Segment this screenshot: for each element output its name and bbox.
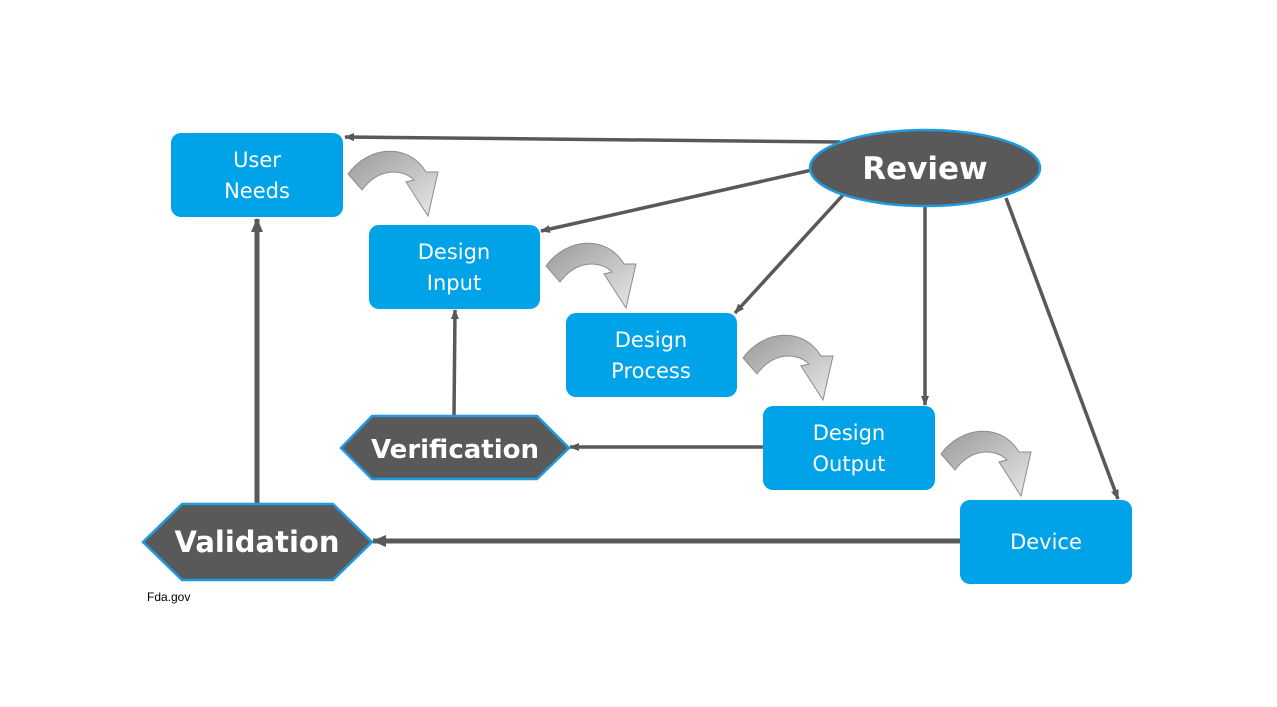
node-design-output-line1: Design bbox=[813, 421, 886, 445]
node-validation-label: Validation bbox=[174, 525, 339, 559]
node-device: Device bbox=[960, 500, 1132, 584]
node-user-needs-line2: Needs bbox=[224, 179, 290, 203]
node-review-label: Review bbox=[862, 151, 987, 187]
arrow-review-to-device bbox=[1004, 197, 1120, 500]
node-design-input-line2: Input bbox=[427, 271, 481, 295]
node-design-output-line2: Output bbox=[813, 452, 886, 476]
node-validation: Validation bbox=[141, 502, 374, 582]
node-user-needs-line1: User bbox=[233, 148, 281, 172]
curved-arrow-design-output-to-device bbox=[940, 430, 1032, 498]
node-design-process-line1: Design bbox=[615, 328, 688, 352]
source-credit: Fda.gov bbox=[147, 590, 191, 604]
node-design-process: Design Process bbox=[566, 313, 737, 397]
node-verification: Verification bbox=[339, 414, 571, 481]
node-verification-label: Verification bbox=[371, 435, 539, 465]
arrow-verification-to-design-input bbox=[450, 309, 459, 417]
node-review: Review bbox=[808, 128, 1042, 208]
node-design-input: Design Input bbox=[369, 225, 540, 309]
arrow-review-to-design-process bbox=[733, 193, 845, 315]
arrow-review-to-user-needs bbox=[344, 133, 841, 144]
node-design-output: Design Output bbox=[763, 406, 935, 490]
node-device-label: Device bbox=[1010, 530, 1082, 554]
node-design-process-line2: Process bbox=[611, 359, 691, 383]
node-design-input-line1: Design bbox=[418, 240, 491, 264]
curved-arrow-design-process-to-design-output bbox=[742, 334, 834, 402]
node-user-needs: User Needs bbox=[171, 133, 343, 217]
curved-arrow-user-needs-to-design-input bbox=[347, 150, 439, 218]
arrow-review-to-design-input bbox=[540, 168, 813, 233]
curved-arrow-design-input-to-design-process bbox=[545, 242, 637, 310]
